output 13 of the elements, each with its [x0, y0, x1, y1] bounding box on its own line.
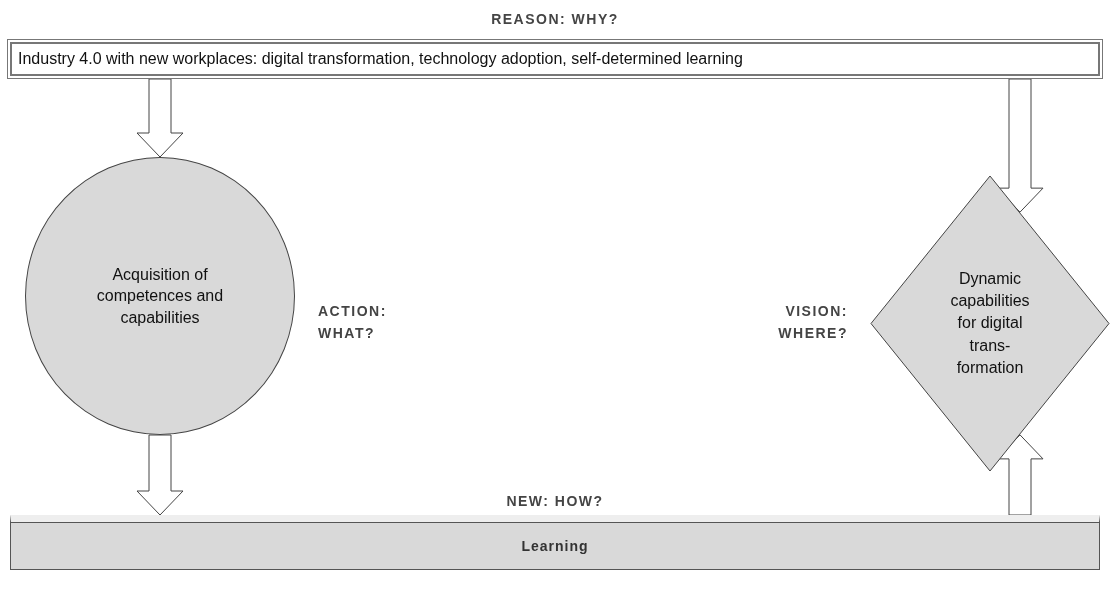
question-label: VISION: WHERE?	[777, 302, 848, 344]
block-arrow	[136, 78, 184, 158]
node-label: Industry 4.0 with new workplaces: digital transformation, technology adoption, self-determined learning	[18, 50, 743, 68]
question-label: REASON: WHY?	[490, 10, 620, 29]
block-arrow	[136, 434, 184, 516]
node-label: Learning	[521, 537, 589, 554]
question-label: ACTION: WHAT?	[318, 302, 388, 344]
node-label: Acquisition of competences and capabilities	[95, 264, 225, 328]
node-label: Dynamic capabilities for digital trans- formation	[949, 268, 1031, 379]
reason-banner	[10, 42, 1100, 76]
learning-bar	[10, 515, 1100, 570]
question-label: NEW: HOW?	[505, 492, 605, 511]
vision-diamond	[870, 175, 1110, 472]
